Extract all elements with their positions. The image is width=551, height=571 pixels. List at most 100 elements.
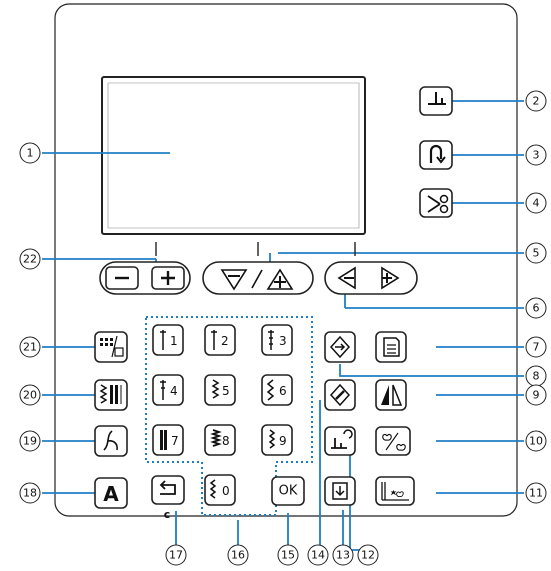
keypad-digit: 6: [279, 384, 287, 398]
width-decrease-button[interactable]: [220, 269, 248, 291]
callout-8: 8: [525, 365, 547, 387]
callout-markers: 1 2 3 4 5 6 7 8 9 10 11 12 13 14 15 16 1…: [19, 90, 547, 566]
svg-text:6: 6: [533, 302, 540, 315]
keypad-group-outline: [145, 316, 313, 516]
pattern-elongation-button[interactable]: [375, 476, 415, 506]
keypad-key-0[interactable]: 0: [204, 474, 236, 506]
svg-text:1: 1: [27, 147, 34, 160]
callout-2: 2: [525, 90, 547, 112]
svg-text:7: 7: [533, 341, 540, 354]
callout-9: 9: [525, 384, 547, 406]
callout-18: 18: [19, 482, 41, 504]
keypad-digit: 0: [222, 484, 230, 498]
three-step-zigzag-icon: [266, 379, 275, 401]
svg-text:10: 10: [529, 435, 543, 448]
straight-stitch-icon: [211, 330, 217, 350]
keypad-key-6[interactable]: 6: [261, 374, 293, 406]
back-button[interactable]: [151, 475, 185, 505]
svg-text:19: 19: [23, 435, 37, 448]
keypad-key-2[interactable]: 2: [204, 324, 236, 356]
length-increase-button[interactable]: [381, 266, 400, 290]
set-icon: [329, 335, 351, 359]
keypad: 1 2 3 4 5 6: [152, 324, 293, 506]
memory-list-icon: [383, 337, 400, 357]
memory-save-button[interactable]: [324, 476, 356, 506]
keypad-digit: 7: [171, 434, 179, 448]
pattern-type-icon: [99, 384, 122, 404]
needle-stop-position-button[interactable]: [324, 426, 356, 456]
keypad-digit: 2: [221, 334, 229, 348]
minus-button[interactable]: [105, 266, 139, 290]
callout-20: 20: [19, 384, 41, 406]
length-decrease-icon: [337, 266, 356, 290]
straight-stitch-icon: [160, 330, 166, 350]
svg-text:8: 8: [533, 370, 540, 383]
pattern-type-button[interactable]: [94, 379, 128, 411]
back-button-sublabel: c: [164, 508, 171, 521]
ok-button[interactable]: OK: [271, 476, 305, 506]
callout-11: 11: [525, 482, 547, 504]
set-button[interactable]: [324, 331, 356, 363]
zigzag-stitch-icon: [211, 379, 220, 399]
utility-stitch-button[interactable]: [94, 425, 128, 457]
character-pattern-button[interactable]: [375, 426, 411, 456]
svg-text:18: 18: [23, 487, 37, 500]
plus-button[interactable]: [151, 266, 185, 290]
lcd-screen: [101, 76, 366, 235]
thread-cutter-button[interactable]: [419, 188, 453, 218]
svg-text:4: 4: [533, 197, 540, 210]
keypad-key-9[interactable]: 9: [261, 424, 293, 456]
stitch-width-slider: [202, 261, 314, 295]
keypad-key-4[interactable]: 4: [152, 374, 184, 406]
callout-12: 12: [357, 544, 379, 566]
keypad-digit: 1: [170, 334, 178, 348]
stitch-length-slider: [324, 261, 418, 295]
decorative-stitch-icon: [209, 479, 217, 499]
presser-foot-lifter-icon: [428, 92, 446, 105]
svg-text:2: 2: [533, 95, 540, 108]
keypad-key-5[interactable]: 5: [204, 374, 236, 406]
width-decrease-icon: [220, 269, 248, 291]
svg-text:12: 12: [361, 549, 375, 562]
callout-6: 6: [525, 297, 547, 319]
callout-15: 15: [277, 544, 299, 566]
callout-17: 17: [165, 544, 187, 566]
slider-divider: [251, 269, 263, 289]
clear-icon: [329, 383, 351, 407]
pattern-number-toggle-button[interactable]: [94, 331, 128, 363]
reverse-stitch-button[interactable]: [419, 140, 453, 170]
svg-text:5: 5: [533, 247, 540, 260]
callout-22: 22: [19, 248, 41, 270]
triple-stitch-icon: [268, 330, 274, 350]
callout-3: 3: [525, 144, 547, 166]
thread-cutter-icon: [427, 194, 449, 214]
keypad-key-7[interactable]: 7: [152, 424, 184, 456]
svg-text:15: 15: [281, 549, 295, 562]
keypad-digit: 3: [279, 334, 287, 348]
clear-button[interactable]: [324, 379, 356, 411]
svg-text:21: 21: [23, 341, 37, 354]
memory-save-icon: [332, 482, 348, 500]
back-icon: [159, 480, 176, 495]
callout-19: 19: [19, 430, 41, 452]
plus-icon: [161, 271, 175, 285]
memory-list-button[interactable]: [375, 331, 407, 363]
length-decrease-button[interactable]: [337, 266, 356, 290]
presser-foot-lifter-button[interactable]: [419, 86, 453, 116]
callout-14: 14: [307, 544, 329, 566]
overcast-stitch-icon: [210, 429, 222, 447]
mirror-image-button[interactable]: [375, 379, 407, 411]
satin-stitch-icon: [160, 430, 167, 450]
font-button[interactable]: A: [94, 477, 128, 509]
keypad-key-1[interactable]: 1: [152, 324, 184, 356]
keypad-key-3[interactable]: 3: [261, 324, 293, 356]
callout-21: 21: [19, 336, 41, 358]
svg-text:13: 13: [336, 549, 350, 562]
lcd-bezel-inner: [107, 82, 360, 229]
svg-text:11: 11: [529, 487, 543, 500]
font-button-label: A: [103, 482, 119, 506]
svg-text:17: 17: [169, 549, 183, 562]
keypad-key-8[interactable]: 8: [204, 424, 236, 456]
width-increase-button[interactable]: [266, 268, 294, 290]
